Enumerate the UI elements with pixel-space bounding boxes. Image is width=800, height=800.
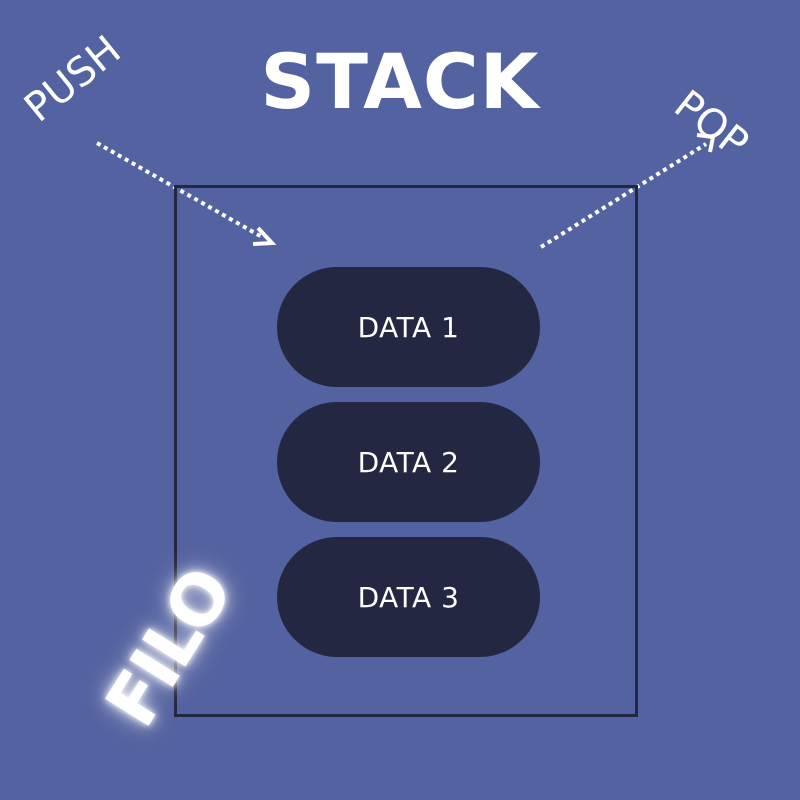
push-arrow: [96, 141, 277, 246]
pop-arrow: [539, 133, 716, 249]
stack-item: DATA 2: [277, 402, 540, 522]
stack-item-label: DATA 3: [357, 580, 460, 614]
page-title: STACK: [260, 37, 540, 126]
stack-item: DATA 1: [277, 267, 540, 387]
stack-item: DATA 3: [277, 537, 540, 657]
stack-container: [174, 185, 638, 717]
stack-item-label: DATA 1: [357, 310, 460, 344]
stack-item-label: DATA 2: [357, 445, 460, 479]
